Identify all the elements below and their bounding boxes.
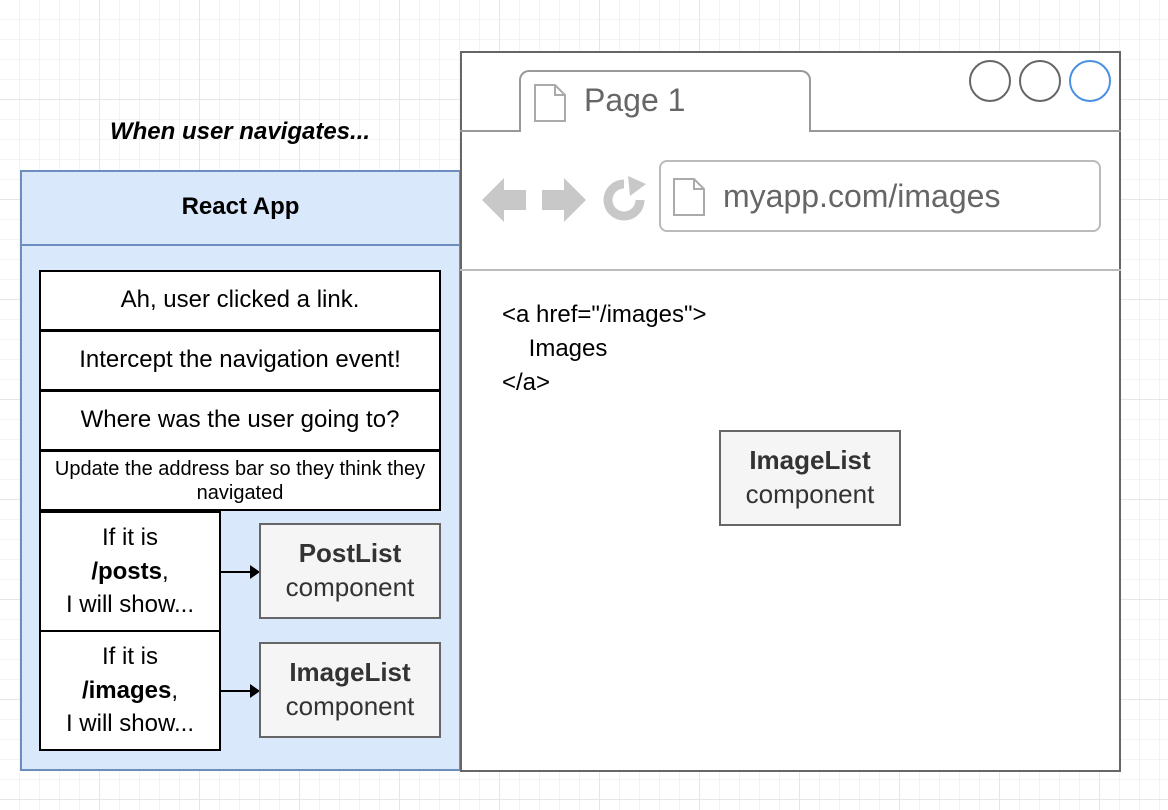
page-icon <box>534 84 566 122</box>
tab-mask <box>521 129 809 133</box>
react-app-title: React App <box>20 170 461 246</box>
step-where-going: Where was the user going to? <box>39 390 441 451</box>
arrow-right-icon <box>220 684 260 698</box>
address-url: myapp.com/images <box>723 178 1001 214</box>
forward-arrow-icon[interactable] <box>540 176 586 224</box>
step-update-address: Update the address bar so they think the… <box>39 450 441 511</box>
route-path: /posts <box>91 557 162 585</box>
component-name: PostList <box>298 538 402 569</box>
tab-title: Page 1 <box>584 82 686 118</box>
navigation-caption: When user navigates... <box>109 118 371 145</box>
route-comma: , <box>171 676 179 704</box>
rendered-imagelist-component: ImageList component <box>719 430 901 526</box>
route-path-line: /images, <box>82 674 178 708</box>
code-line: </a> <box>502 369 551 396</box>
step-intercept: Intercept the navigation event! <box>39 330 441 391</box>
component-name: ImageList <box>289 657 411 688</box>
component-word: component <box>285 691 415 721</box>
route-show: I will show... <box>65 710 195 738</box>
route-condition-images: If it is /images, I will show... <box>39 630 221 751</box>
route-path-line: /posts, <box>91 555 168 589</box>
code-line[interactable]: Images <box>502 335 608 362</box>
browser-tab[interactable] <box>519 70 811 132</box>
component-word: component <box>285 572 415 602</box>
page-icon <box>673 178 705 216</box>
route-prefix: If it is <box>101 643 158 671</box>
back-arrow-icon[interactable] <box>482 176 528 224</box>
anchor-code: <a href="/images"> Images </a> <box>502 298 707 400</box>
route-prefix: If it is <box>101 524 158 552</box>
postlist-component-box: PostList component <box>259 523 441 619</box>
route-show: I will show... <box>65 591 195 619</box>
window-control-circle[interactable] <box>969 60 1011 102</box>
window-control-circle-active[interactable] <box>1069 60 1111 102</box>
route-comma: , <box>162 557 169 585</box>
arrow-right-icon <box>220 565 260 579</box>
imagelist-component-box: ImageList component <box>259 642 441 738</box>
route-condition-posts: If it is /posts, I will show... <box>39 511 221 632</box>
code-line: <a href="/images"> <box>502 301 707 328</box>
route-path: /images <box>81 676 172 704</box>
window-control-circle[interactable] <box>1019 60 1061 102</box>
address-divider <box>460 269 1121 271</box>
step-link-clicked: Ah, user clicked a link. <box>39 270 441 331</box>
reload-icon[interactable] <box>600 176 648 224</box>
component-word: component <box>745 479 875 509</box>
component-name: ImageList <box>749 445 871 476</box>
address-bar[interactable] <box>659 160 1101 232</box>
